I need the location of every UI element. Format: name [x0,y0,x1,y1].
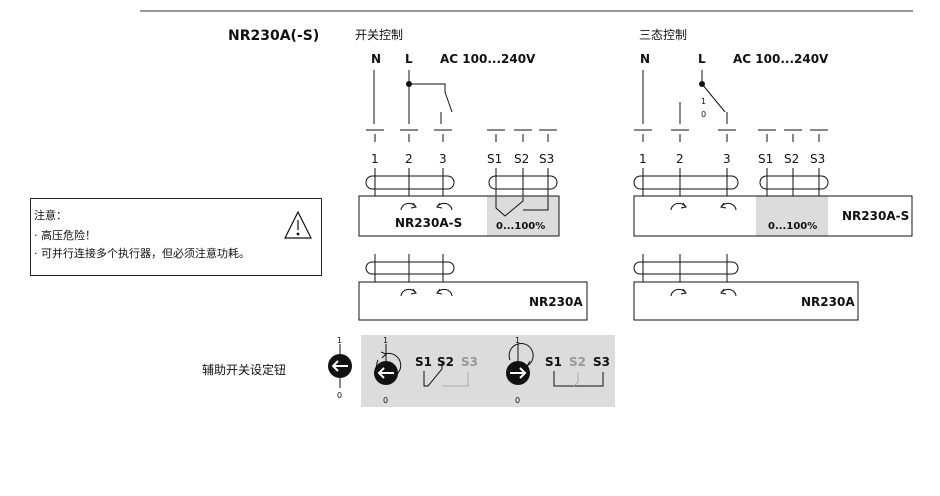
aux-knob [328,344,352,388]
left-switch-blade [444,91,453,113]
aux-pos-a-scale-1: 1 [383,336,388,345]
right-feedback-label: 0...100% [768,221,817,232]
aux-pos-a-scale-0: 0 [383,396,388,405]
aux-pos-b-s2: S2 [569,355,586,369]
left-feedback-label: 0...100% [496,221,545,232]
left-device-s-label: NR230A-S [395,216,462,230]
model-heading: NR230A(-S) [228,28,319,44]
aux-knob-scale-0: 0 [337,391,342,400]
left-cable-2 [365,261,455,275]
aux-knob-scale-1: 1 [337,336,342,345]
left-feedback-area [487,196,559,236]
right-terminal-s1: S1 [758,152,773,166]
left-cable-main [365,175,455,190]
left-terminal-1: 1 [371,152,379,166]
right-feedback-area [756,196,828,236]
left-terminals [366,129,557,142]
right-switch-pos-1: 1 [701,97,706,106]
aux-pos-a [374,344,469,387]
left-terminal-s2: S2 [514,152,529,166]
aux-pos-b-scale-0: 0 [515,396,520,405]
right-device-s-box [633,195,913,237]
left-device-box [358,281,588,321]
right-device-s-label: NR230A-S [842,209,909,223]
right-terminal-2: 2 [676,152,684,166]
left-l-label: L [405,52,413,66]
left-terminal-2: 2 [405,152,413,166]
left-supply-label: AC 100...240V [440,52,536,66]
aux-pos-a-s2: S2 [437,355,454,369]
right-cable-2 [633,261,739,275]
right-cable-aux [759,175,829,190]
right-device-label: NR230A [801,295,855,309]
right-n-label: N [640,52,650,66]
right-cable-main [633,175,739,190]
right-terminal-1: 1 [639,152,647,166]
aux-pos-a-s3: S3 [461,355,478,369]
note-item-1: · 高压危险！ [34,229,96,242]
right-switch-pos-0: 0 [701,110,706,119]
right-terminals [634,129,828,142]
right-l-label: L [698,52,706,66]
left-terminal-s1: S1 [487,152,502,166]
left-n-label: N [371,52,381,66]
right-title: 三态控制 [639,28,687,42]
right-switch-blade [701,83,726,113]
aux-setting-label: 辅助开关设定钮 [202,362,286,377]
left-title: 开关控制 [355,28,403,42]
right-supply-label: AC 100...240V [733,52,829,66]
aux-pos-a-s1: S1 [415,355,432,369]
aux-pos-b [506,343,604,387]
note-box: 注意： · 高压危险！ · 可并行连接多个执行器，但必须注意功耗。 [30,198,322,276]
aux-pos-b-s1: S1 [545,355,562,369]
right-terminal-s3: S3 [810,152,825,166]
right-terminal-3: 3 [723,152,731,166]
right-device-box [633,281,859,321]
left-device-label: NR230A [529,295,583,309]
left-terminal-s3: S3 [539,152,554,166]
left-switch-feed [409,83,446,92]
left-panel: 开关控制 N L AC 100...240V 1 2 3 S1 S2 S3 [355,28,588,321]
note-title: 注意： [34,209,67,222]
warning-icon [284,210,312,239]
left-terminal-3: 3 [439,152,447,166]
left-aux-contact [495,197,524,217]
right-panel: 三态控制 N L AC 100...240V 1 0 1 2 3 S1 S2 S… [633,28,913,321]
aux-pos-b-s3: S3 [593,355,610,369]
note-item-2: · 可并行连接多个执行器，但必须注意功耗。 [34,247,250,260]
aux-setting-panel [361,335,615,407]
right-terminal-s2: S2 [784,152,799,166]
aux-pos-b-scale-1: 1 [515,336,520,345]
